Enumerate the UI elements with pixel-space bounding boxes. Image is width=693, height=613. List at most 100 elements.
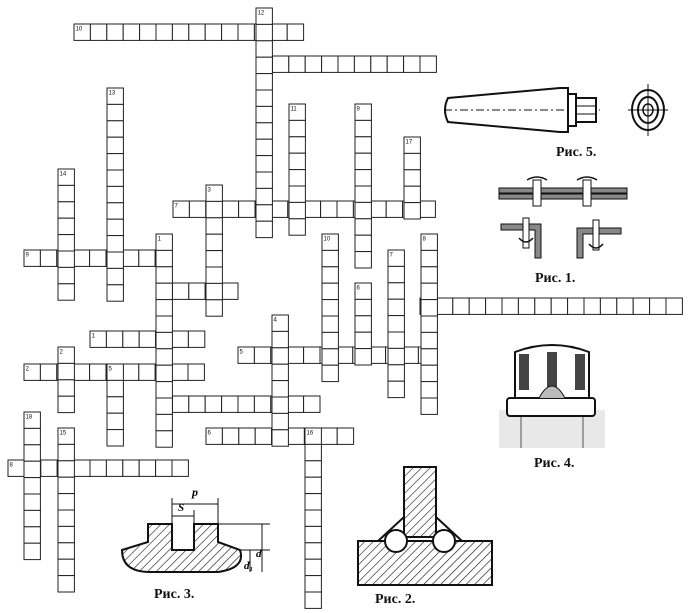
crossword-cell[interactable] (419, 55, 437, 73)
crossword-cell[interactable] (403, 202, 421, 220)
crossword-cell[interactable] (221, 282, 239, 300)
crossword-cell[interactable] (106, 218, 124, 237)
crossword-cell[interactable] (255, 73, 273, 91)
crossword-cell[interactable] (89, 459, 107, 477)
crossword-cell[interactable] (155, 381, 173, 399)
crossword-cell[interactable] (420, 282, 438, 301)
crossword-cell[interactable] (155, 299, 173, 317)
crossword-cell[interactable] (271, 347, 289, 365)
crossword-cell[interactable] (188, 282, 206, 300)
crossword-cell[interactable] (665, 297, 683, 315)
crossword-cell[interactable] (271, 412, 289, 431)
crossword-cell[interactable] (387, 298, 405, 317)
crossword-cell[interactable] (304, 476, 322, 495)
crossword-cell[interactable] (387, 315, 405, 333)
crossword-cell[interactable] (304, 591, 322, 609)
crossword-cell[interactable] (57, 493, 75, 511)
crossword-cell[interactable] (321, 55, 339, 73)
crossword-cell[interactable] (255, 220, 273, 239)
crossword-cell[interactable] (420, 299, 438, 317)
crossword-cell[interactable] (420, 331, 438, 350)
crossword-cell[interactable] (304, 460, 322, 478)
crossword-cell[interactable] (387, 265, 405, 284)
crossword-cell[interactable] (171, 23, 190, 41)
crossword-cell[interactable] (106, 153, 124, 171)
crossword-cell[interactable] (288, 152, 306, 171)
crossword-cell[interactable] (354, 119, 372, 138)
crossword-cell[interactable] (121, 363, 140, 381)
crossword-cell[interactable] (354, 298, 372, 317)
crossword-cell[interactable] (369, 200, 387, 218)
crossword-cell[interactable] (420, 348, 438, 366)
crossword-cell[interactable] (57, 379, 75, 397)
crossword-cell[interactable] (485, 297, 503, 315)
crossword-cell[interactable] (106, 136, 124, 155)
crossword-cell[interactable] (57, 283, 75, 301)
crossword-cell[interactable] (23, 427, 41, 446)
crossword-cell[interactable] (122, 330, 140, 348)
crossword-cell[interactable] (354, 218, 372, 236)
crossword-cell[interactable] (57, 460, 75, 478)
crossword-cell[interactable] (23, 460, 41, 479)
crossword-cell[interactable] (288, 185, 306, 203)
crossword-cell[interactable] (403, 169, 421, 187)
crossword-cell[interactable] (354, 234, 372, 253)
crossword-cell[interactable] (255, 122, 273, 140)
crossword-cell[interactable] (238, 200, 256, 218)
crossword-cell[interactable] (271, 363, 289, 382)
crossword-cell[interactable] (303, 346, 321, 364)
crossword-cell[interactable] (583, 297, 601, 315)
crossword-cell[interactable] (304, 525, 322, 544)
crossword-cell[interactable] (106, 379, 124, 398)
crossword-cell[interactable] (337, 55, 355, 73)
crossword-cell[interactable] (303, 395, 321, 413)
crossword-cell[interactable] (534, 297, 552, 315)
crossword-cell[interactable] (304, 443, 322, 462)
crossword-cell[interactable] (57, 362, 75, 381)
crossword-cell[interactable] (171, 395, 190, 413)
crossword-cell[interactable] (57, 525, 75, 544)
crossword-cell[interactable] (205, 233, 223, 252)
crossword-cell[interactable] (106, 23, 124, 41)
crossword-cell[interactable] (286, 395, 305, 413)
crossword-cell[interactable] (106, 251, 124, 269)
crossword-cell[interactable] (320, 200, 338, 218)
crossword-cell[interactable] (106, 412, 124, 431)
crossword-cell[interactable] (403, 152, 421, 171)
crossword-cell[interactable] (387, 347, 405, 366)
crossword-cell[interactable] (255, 155, 273, 173)
crossword-cell[interactable] (171, 330, 189, 348)
crossword-cell[interactable] (255, 23, 273, 42)
crossword-cell[interactable] (255, 187, 273, 206)
crossword-cell[interactable] (501, 297, 519, 315)
crossword-cell[interactable] (106, 202, 124, 220)
crossword-cell[interactable] (23, 509, 41, 528)
crossword-cell[interactable] (155, 459, 173, 477)
crossword-cell[interactable] (353, 55, 372, 73)
crossword-cell[interactable] (221, 200, 240, 218)
crossword-cell[interactable] (468, 297, 487, 315)
crossword-cell[interactable] (106, 396, 124, 414)
crossword-cell[interactable] (188, 200, 207, 218)
crossword-cell[interactable] (420, 266, 438, 284)
crossword-cell[interactable] (23, 477, 41, 495)
crossword-cell[interactable] (387, 380, 405, 399)
crossword-cell[interactable] (354, 185, 372, 203)
crossword-cell[interactable] (321, 282, 339, 301)
crossword-cell[interactable] (39, 249, 58, 267)
crossword-cell[interactable] (237, 395, 255, 413)
crossword-cell[interactable] (253, 346, 272, 364)
crossword-cell[interactable] (286, 23, 305, 41)
crossword-cell[interactable] (138, 330, 157, 348)
crossword-cell[interactable] (354, 315, 372, 333)
crossword-cell[interactable] (106, 169, 124, 187)
crossword-cell[interactable] (370, 55, 388, 73)
crossword-cell[interactable] (89, 363, 107, 381)
crossword-cell[interactable] (354, 152, 372, 171)
crossword-cell[interactable] (188, 23, 206, 41)
crossword-cell[interactable] (205, 217, 223, 235)
crossword-cell[interactable] (321, 266, 339, 284)
crossword-cell[interactable] (354, 201, 372, 220)
crossword-cell[interactable] (237, 23, 255, 41)
crossword-cell[interactable] (385, 200, 404, 218)
